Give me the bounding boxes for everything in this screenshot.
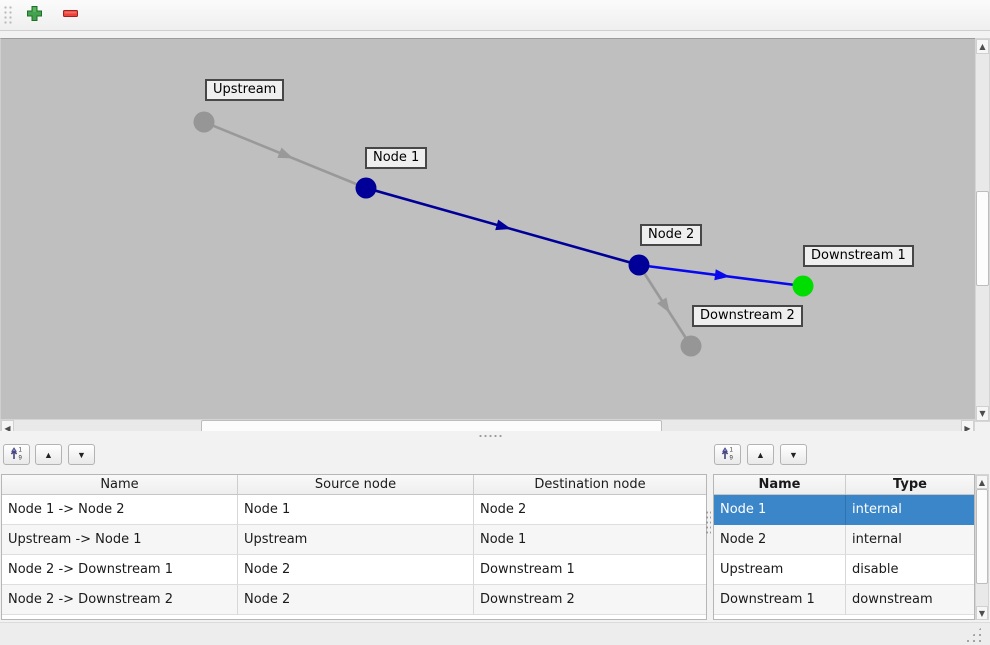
edge-arrow-icon (657, 297, 670, 314)
nodes-move-down-button[interactable]: ▼ (780, 444, 807, 465)
table-cell[interactable]: internal (846, 525, 974, 555)
canvas-vscrollbar[interactable]: ▲ ▼ (975, 38, 990, 422)
table-cell[interactable]: Node 2 (714, 525, 846, 555)
table-cell[interactable]: Node 1 -> Node 2 (2, 495, 238, 525)
nodes-scrollbar-thumb[interactable] (976, 489, 988, 584)
table-cell[interactable]: Node 1 (238, 495, 474, 525)
table-cell[interactable]: Node 2 -> Downstream 2 (2, 585, 238, 615)
graph-node-upstream[interactable] (193, 111, 215, 133)
edges-sort-button[interactable]: 1 9 (3, 444, 30, 465)
graph-svg (193, 111, 814, 357)
nodes-sort-button[interactable]: 1 9 (714, 444, 741, 465)
graph-node-downstream1[interactable] (792, 275, 814, 297)
table-cell[interactable]: Downstream 1 (714, 585, 846, 615)
table-cell[interactable]: Upstream (238, 525, 474, 555)
column-header-name[interactable]: Name (2, 475, 238, 494)
table-header: Name Type (714, 475, 974, 495)
add-button[interactable] (19, 2, 49, 28)
node-label-node1[interactable]: Node 1 (365, 147, 428, 169)
triangle-up-icon: ▲ (756, 449, 765, 460)
triangle-down-icon: ▼ (77, 449, 86, 460)
node-label-downstream1[interactable]: Downstream 1 (803, 245, 914, 267)
table-cell[interactable]: Node 2 (474, 495, 706, 525)
node-label-downstream2[interactable]: Downstream 2 (692, 305, 803, 327)
edge-arrow-icon (495, 219, 512, 231)
node-label-node2[interactable]: Node 2 (640, 224, 703, 246)
column-header-destination-node[interactable]: Destination node (534, 477, 646, 492)
column-header-source-node[interactable]: Source node (238, 475, 474, 494)
table-cell[interactable]: disable (846, 555, 974, 585)
scroll-down-icon[interactable]: ▼ (976, 606, 988, 620)
table-cell[interactable]: Node 2 (238, 555, 474, 585)
vscrollbar-thumb[interactable] (976, 191, 989, 286)
table-cell[interactable]: Downstream 2 (474, 585, 706, 615)
toolbar-grip[interactable] (2, 4, 13, 26)
plus-icon (26, 5, 43, 25)
table-cell[interactable]: Node 2 (238, 585, 474, 615)
table-cell[interactable]: Upstream -> Node 1 (2, 525, 238, 555)
scroll-down-icon[interactable]: ▼ (976, 406, 989, 421)
table-cell[interactable]: Downstream 1 (474, 555, 706, 585)
graph-node-node1[interactable] (355, 177, 377, 199)
nodes-move-up-button[interactable]: ▲ (747, 444, 774, 465)
scroll-up-icon[interactable]: ▲ (976, 475, 988, 489)
table-cell[interactable]: Node 1 (714, 495, 846, 525)
edge-arrow-icon (714, 269, 730, 281)
nodes-table-vscrollbar[interactable]: ▲ ▼ (975, 474, 989, 620)
column-header-type[interactable]: Type (893, 477, 927, 492)
status-bar (0, 622, 990, 645)
window-resize-grip[interactable] (965, 626, 983, 642)
splitter-handle-icon (478, 434, 504, 439)
remove-button[interactable] (55, 2, 85, 28)
sort-ascending-icon: 1 9 (720, 446, 735, 463)
table-cell[interactable]: Node 1 (474, 525, 706, 555)
minus-icon (62, 5, 79, 25)
triangle-down-icon: ▼ (789, 449, 798, 460)
svg-text:9: 9 (19, 456, 23, 462)
graph-node-node2[interactable] (628, 254, 650, 276)
table-cell[interactable]: downstream (846, 585, 974, 615)
column-header-name[interactable]: Name (714, 475, 846, 494)
node-label-upstream[interactable]: Upstream (205, 79, 285, 101)
scroll-up-icon[interactable]: ▲ (976, 39, 989, 54)
svg-text:9: 9 (730, 456, 734, 462)
graph-node-downstream2[interactable] (680, 335, 702, 357)
svg-text:1: 1 (730, 448, 734, 454)
table-cell[interactable]: Upstream (714, 555, 846, 585)
edges-move-down-button[interactable]: ▼ (68, 444, 95, 465)
svg-text:1: 1 (19, 448, 23, 454)
table-cell[interactable]: internal (846, 495, 974, 525)
horizontal-pane-splitter[interactable] (0, 431, 990, 441)
edges-move-up-button[interactable]: ▲ (35, 444, 62, 465)
vertical-pane-splitter[interactable] (704, 444, 712, 622)
table-cell[interactable]: Node 2 -> Downstream 1 (2, 555, 238, 585)
sort-ascending-icon: 1 9 (9, 446, 24, 463)
splitter-handle-icon (705, 510, 711, 536)
main-toolbar (0, 0, 990, 31)
edge-arrow-icon (277, 147, 294, 159)
triangle-up-icon: ▲ (44, 449, 53, 460)
